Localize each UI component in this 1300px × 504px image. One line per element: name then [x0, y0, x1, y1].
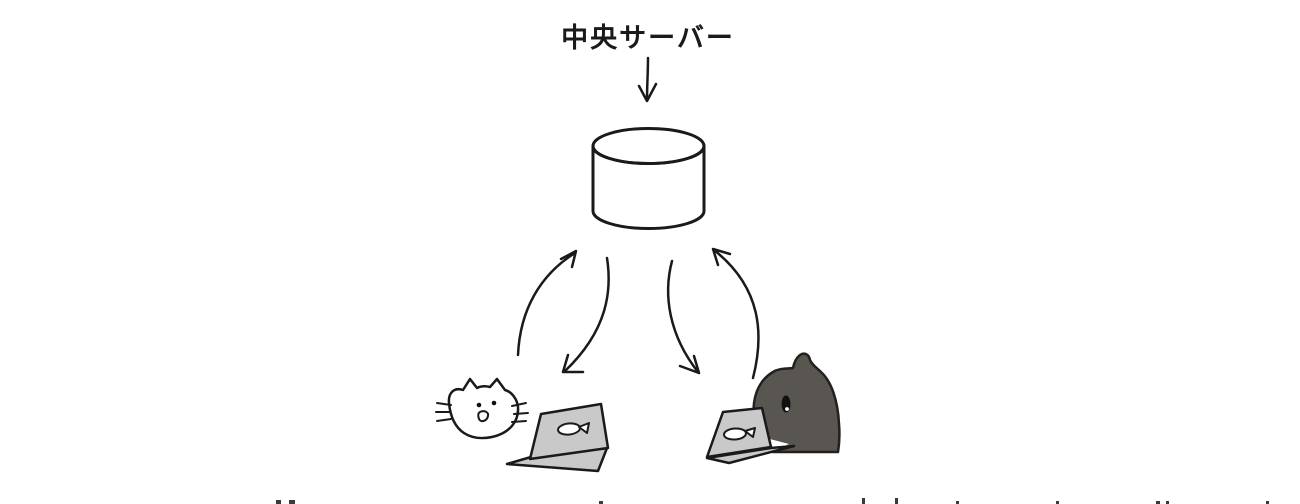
down-arrow-icon [637, 56, 658, 103]
diagram-ink [276, 56, 1269, 504]
curved-down-arrow-icon [666, 259, 701, 375]
cylinder-top [591, 127, 706, 165]
database-cylinder-icon [591, 127, 706, 230]
curved-down-arrow-icon [561, 256, 610, 374]
cropped-bottom-text-marks [276, 498, 1269, 504]
laptop-fish-logo-icon [705, 406, 796, 465]
tapir-eye-highlight [785, 407, 789, 411]
cat-mouth [477, 410, 490, 423]
fish-logo-icon [723, 427, 756, 441]
white-cat-icon [435, 377, 529, 440]
central-server-label: 中央サーバー [561, 23, 735, 54]
cat-whiskers [435, 402, 529, 423]
laptop-fish-logo-icon [505, 402, 610, 473]
cat-eye-left [476, 402, 482, 408]
tapir-head [752, 352, 841, 454]
cat-eye-right [491, 400, 497, 406]
dark-tapir-icon [752, 352, 841, 454]
curved-up-arrow-icon [711, 247, 760, 380]
curved-up-arrow-icon [516, 249, 578, 357]
fish-logo-icon [557, 422, 590, 436]
cat-head [447, 377, 520, 440]
